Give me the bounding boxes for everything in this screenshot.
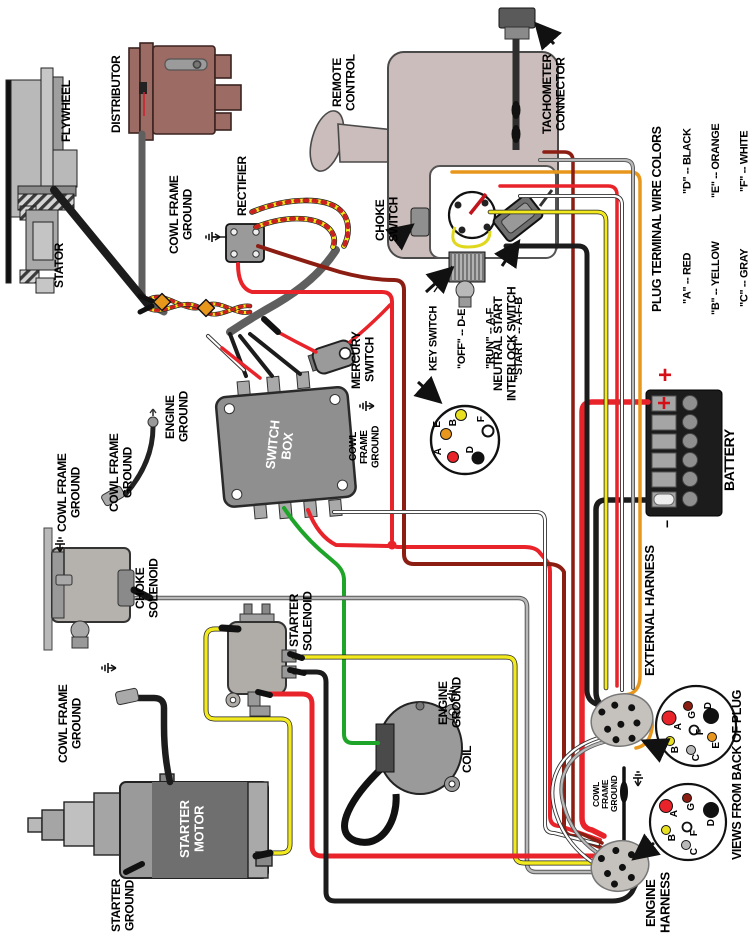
battery-graphic xyxy=(645,389,723,517)
distributor-graphic xyxy=(128,42,242,141)
wire-color-item: "C" -- GRAY xyxy=(738,248,751,308)
cowl-frame-ground-label-connector: COWL FRAME GROUND xyxy=(591,775,619,813)
engine-ground-label-coil: ENGINE GROUND xyxy=(436,677,464,729)
flywheel-label: FLYWHEEL xyxy=(59,80,73,142)
key-plug-terminal-b: B xyxy=(448,419,459,427)
starter-solenoid-label: STARTER SOLENOID xyxy=(287,591,315,651)
key-switch-heading: KEY SWITCH xyxy=(427,306,440,372)
key-switch-legend: KEY SWITCH "OFF" -- D-E "RUN" -- A-F "ST… xyxy=(412,284,541,394)
lower-plug-terminal-c: C xyxy=(689,848,700,856)
engine-ground-label-switchbox: ENGINE GROUND xyxy=(163,391,191,443)
stator-label: STATOR xyxy=(52,243,66,289)
distributor-label: DISTRIBUTOR xyxy=(109,55,123,133)
starter-motor-graphic xyxy=(27,773,273,879)
coil-graphic xyxy=(341,701,463,846)
choke-solenoid-graphic xyxy=(43,527,135,651)
cowl-frame-ground-label-rectifier: COWL FRAME GROUND xyxy=(167,175,195,255)
battery-minus-label: − xyxy=(659,520,675,528)
key-plug-terminal-e: E xyxy=(432,421,443,428)
lower-plug-terminal-g: G xyxy=(686,803,697,811)
coil-label: COIL xyxy=(460,745,474,773)
mercury-switch-label: MERCURY SWITCH xyxy=(349,331,377,389)
external-harness-label: EXTERNAL HARNESS xyxy=(642,545,657,677)
upper-plug-terminal-b: B xyxy=(670,746,681,754)
key-switch-plug-view xyxy=(429,404,501,476)
wire-color-item: "A" -- RED xyxy=(681,252,694,304)
mercury-switch-graphic xyxy=(307,339,356,375)
upper-plug-terminal-c: C xyxy=(691,754,702,762)
choke-switch-graphic xyxy=(410,207,430,237)
rectifier-label: RECTIFIER xyxy=(235,156,249,216)
upper-plug-terminal-e: E xyxy=(711,742,722,749)
plug-wire-colors-def: "D" -- BLACK "E" -- ORANGE "F" -- WHITE xyxy=(666,102,755,220)
upper-plug-view xyxy=(654,684,738,768)
plug-wire-colors-heading: PLUG TERMINAL WIRE COLORS xyxy=(650,126,664,312)
external-harness-connector xyxy=(590,693,654,747)
tachometer-connector-label: TACHOMETER CONNECTOR xyxy=(540,54,568,134)
key-plug-terminal-f: F xyxy=(476,416,487,423)
cowl-frame-ground-label-starter: COWL FRAME GROUND xyxy=(56,684,84,764)
remote-control-label: REMOTE CONTROL xyxy=(330,54,358,112)
views-from-back-label: VIEWS FROM BACK OF PLUG xyxy=(730,690,744,860)
wire-color-item: "B" -- YELLOW xyxy=(709,241,722,315)
key-plug-terminal-a: A xyxy=(433,448,444,456)
key-switch-position: "OFF" -- D-E xyxy=(455,309,468,370)
cowl-frame-ground-label-left1: COWL FRAME GROUND xyxy=(107,433,135,513)
neutral-start-interlock-label: NEUTRAL START INTERLOCK SWITCH xyxy=(491,286,519,402)
wire-color-item: "F" -- WHITE xyxy=(738,130,751,192)
engine-harness-label: ENGINE HARNESS xyxy=(643,872,673,934)
battery-plus-label: + xyxy=(658,362,673,389)
choke-solenoid-label: CHOKE SOLENOID xyxy=(133,558,161,618)
wire-color-item: "E" -- ORANGE xyxy=(709,123,722,199)
cowl-frame-ground-label-switchbox: COWL FRAME GROUND xyxy=(348,425,382,469)
choke-switch-label: CHOKE SWITCH xyxy=(373,197,401,243)
starter-motor-label: STARTER MOTOR xyxy=(177,800,207,858)
upper-plug-terminal-d: D xyxy=(703,702,714,710)
lower-plug-terminal-a: A xyxy=(669,810,680,818)
battery-label: BATTERY xyxy=(721,429,737,491)
lower-plug-view xyxy=(648,782,728,862)
lower-plug-terminal-d: D xyxy=(706,819,717,827)
lower-plug-terminal-b: B xyxy=(667,834,678,842)
upper-plug-terminal-a: A xyxy=(673,723,684,731)
starter-ground-label: STARTER GROUND xyxy=(109,879,137,933)
wire-color-item: "D" -- BLACK xyxy=(681,128,694,194)
wire-harness xyxy=(50,130,654,904)
upper-plug-terminal-f: F xyxy=(695,729,706,736)
upper-plug-terminal-g: G xyxy=(687,711,698,719)
starter-solenoid-graphic xyxy=(225,603,297,717)
plug-wire-colors-abc: "A" -- RED "B" -- YELLOW "C" -- GRAY xyxy=(666,222,755,334)
key-plug-terminal-d: D xyxy=(465,446,476,454)
rectifier-graphic xyxy=(212,223,265,263)
pointer-arrows xyxy=(385,21,671,861)
cowl-frame-ground-label-left2: COWL FRAME GROUND xyxy=(55,453,83,533)
lower-plug-terminal-f: F xyxy=(689,830,700,837)
ground-lugs xyxy=(55,408,159,586)
